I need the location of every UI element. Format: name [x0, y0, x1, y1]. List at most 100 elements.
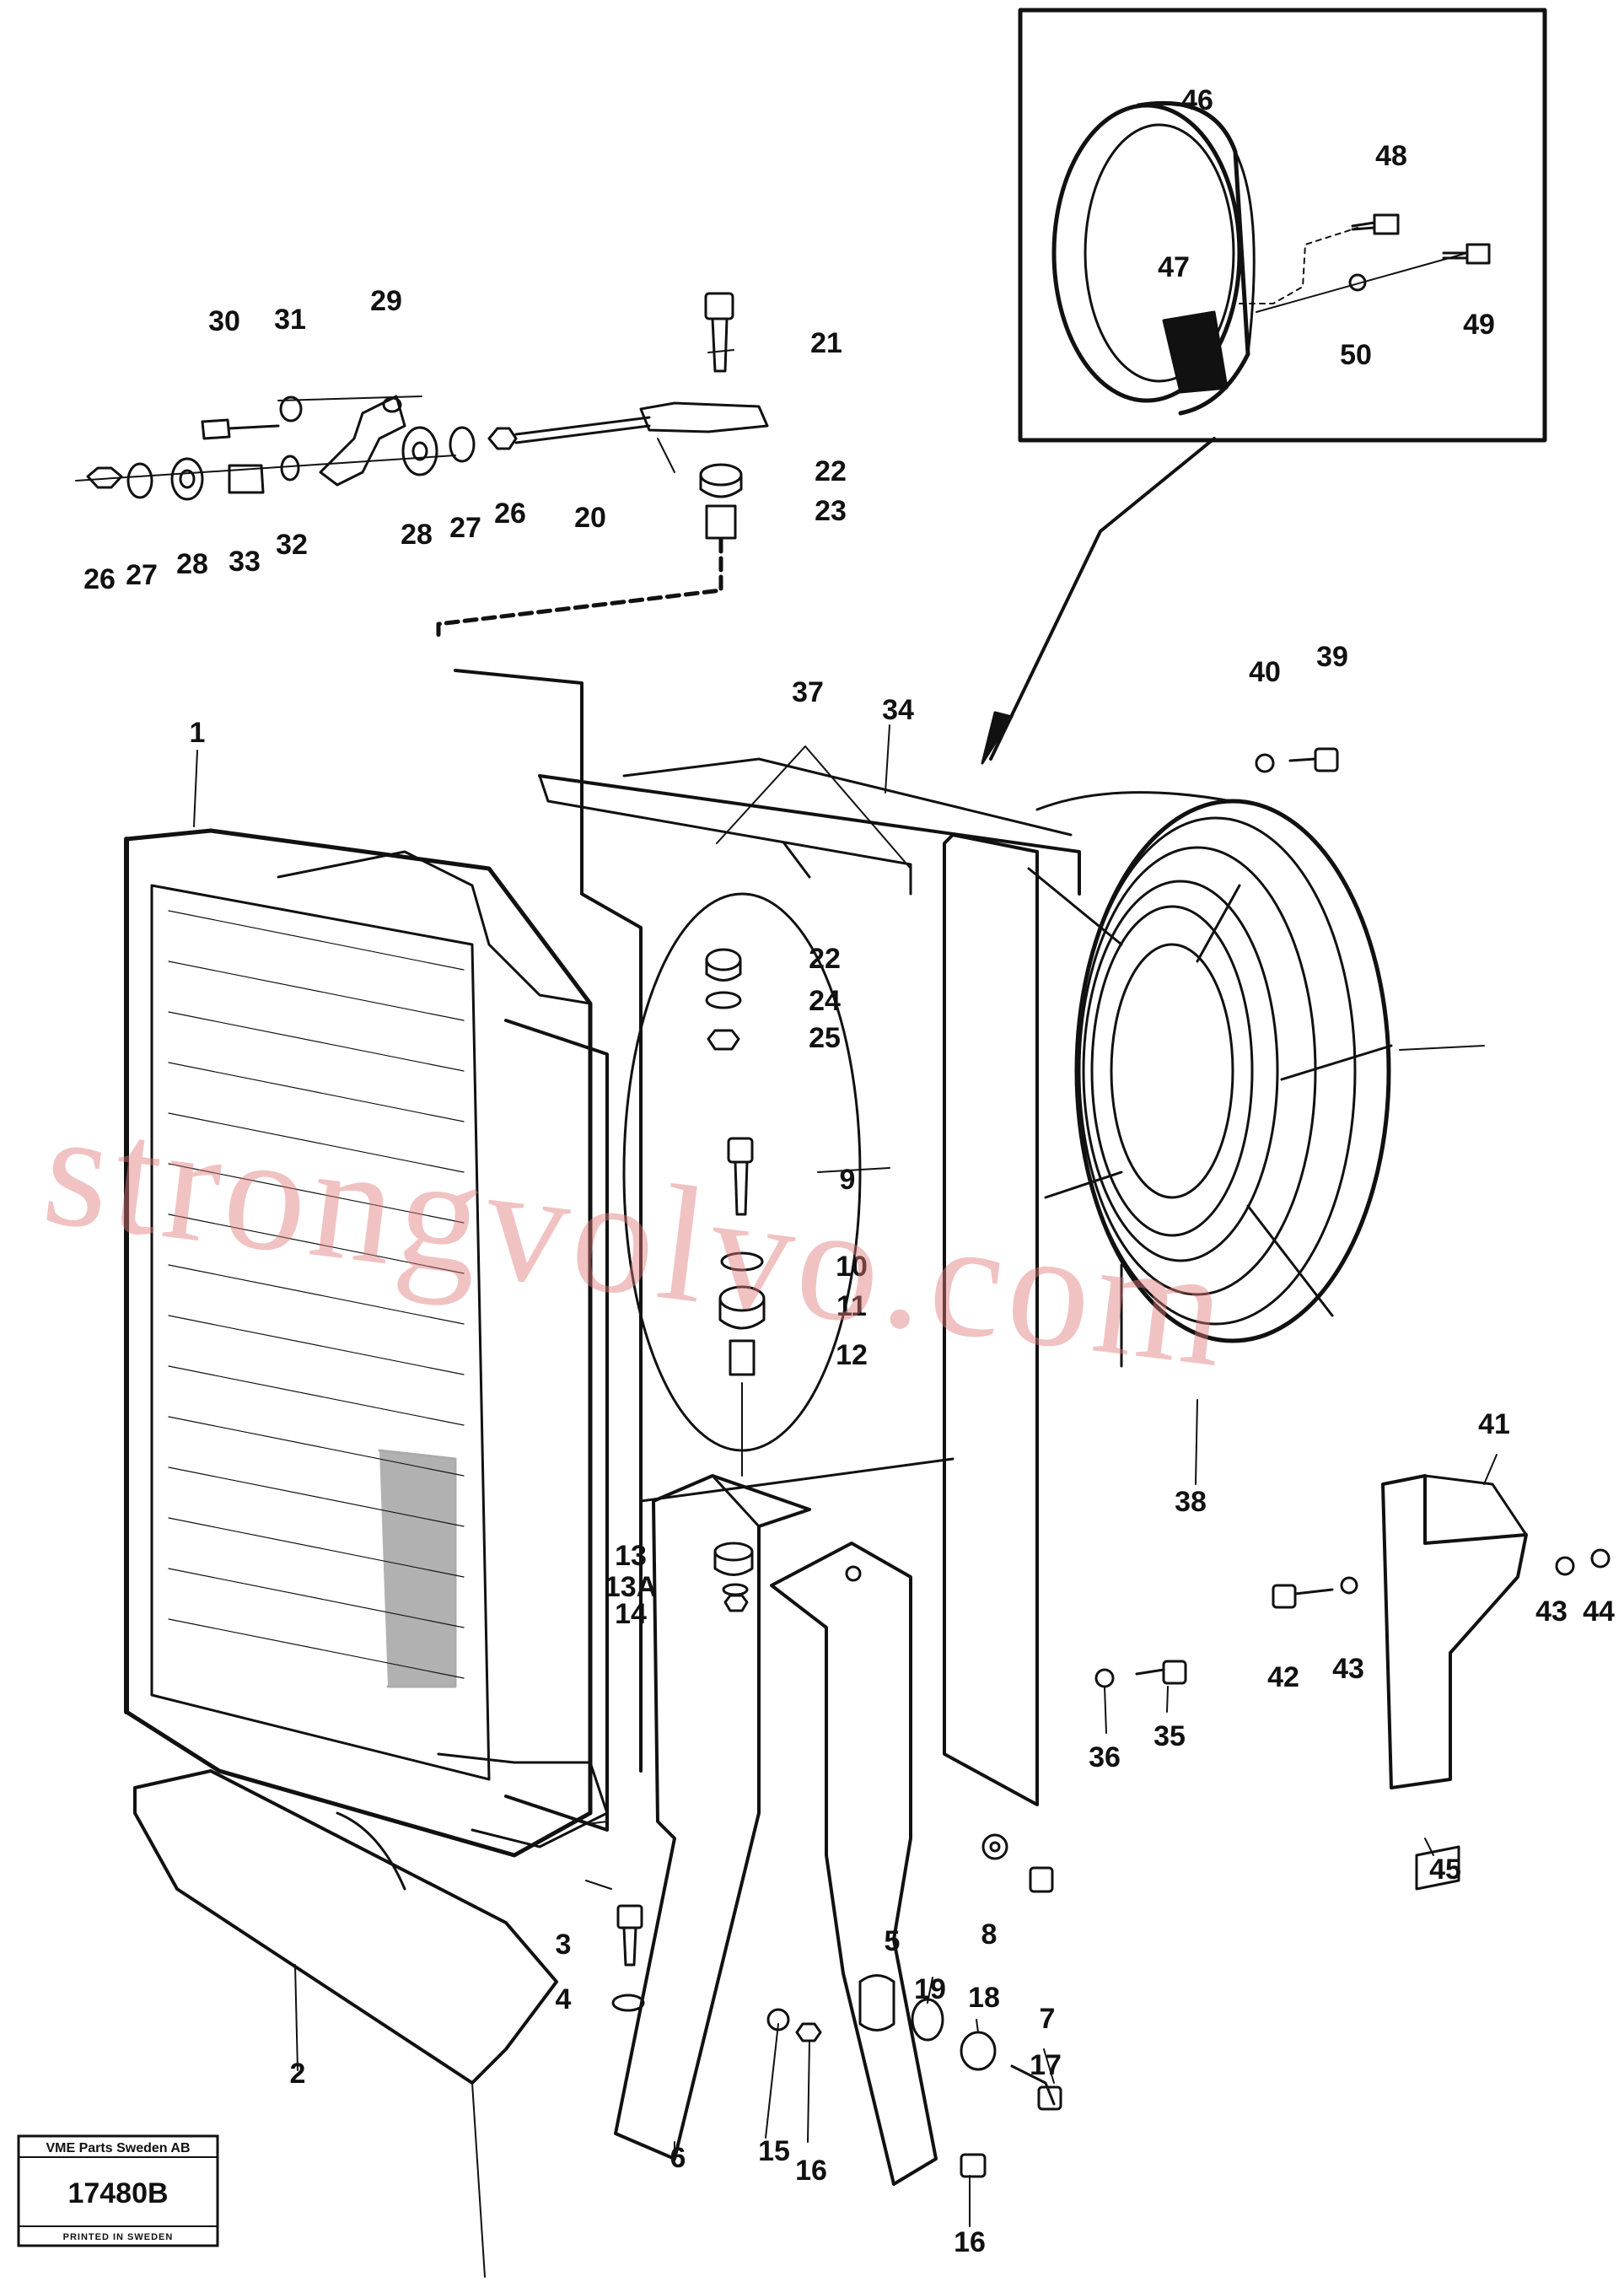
- fan-guard-38: [1027, 791, 1485, 1368]
- washer-13a: [722, 1583, 749, 1596]
- radiator-1: [124, 828, 609, 1858]
- pad-45: [1415, 1845, 1460, 1891]
- callout-37: 37: [792, 676, 824, 708]
- callout-26a: 26: [83, 563, 116, 595]
- callout-9: 9: [840, 1164, 856, 1196]
- callout-14: 14: [615, 1598, 647, 1630]
- bolt-21: [704, 292, 734, 320]
- callout-35: 35: [1153, 1720, 1186, 1752]
- callout-42: 42: [1267, 1661, 1299, 1693]
- callout-18: 18: [968, 1982, 1000, 2014]
- callout-46: 46: [1181, 84, 1213, 116]
- washer-27-left: [126, 462, 153, 499]
- callout-15: 15: [758, 2135, 790, 2167]
- callout-13a: 13A: [605, 1571, 657, 1603]
- callout-28a: 28: [176, 548, 208, 580]
- callout-24: 24: [809, 985, 841, 1017]
- callout-32: 32: [276, 529, 308, 561]
- callout-23: 23: [815, 495, 847, 527]
- top-mounting-hardware: [75, 292, 769, 643]
- callout-44: 44: [1583, 1596, 1615, 1628]
- callout-19: 19: [914, 1973, 946, 2005]
- washer-27-right: [449, 426, 476, 463]
- bushing-22-top: [699, 463, 743, 487]
- bracket-5: [770, 1542, 938, 2186]
- bracket-29: [319, 395, 406, 487]
- washer-10: [720, 1251, 764, 1272]
- center-mount-hardware: [705, 948, 766, 1612]
- sleeve-33: [228, 464, 265, 494]
- callout-16b: 16: [954, 2226, 986, 2258]
- callout-5: 5: [885, 1925, 901, 1957]
- callout-6: 6: [670, 2142, 686, 2174]
- screw-48: [1351, 213, 1400, 235]
- bracket-41: [1381, 1474, 1528, 1891]
- callout-50: 50: [1340, 339, 1372, 371]
- callout-47: 47: [1158, 251, 1190, 283]
- bolt-30: [201, 418, 231, 440]
- callout-16a: 16: [795, 2155, 827, 2187]
- callout-49: 49: [1463, 309, 1495, 341]
- callout-43a: 43: [1535, 1596, 1568, 1628]
- callout-21: 21: [810, 327, 842, 359]
- bushing-28-left: [170, 457, 204, 501]
- callout-33: 33: [229, 546, 261, 578]
- nut-26-right: [487, 427, 518, 450]
- callout-26b: 26: [494, 498, 526, 530]
- sleeve-23: [705, 504, 737, 540]
- callout-17: 17: [1030, 2049, 1062, 2081]
- nut-14: [723, 1594, 749, 1612]
- bushing-13: [713, 1542, 754, 1562]
- callout-labels: 1234567891011121313A14151616171819202122…: [83, 84, 1615, 2258]
- callout-11: 11: [836, 1290, 867, 1322]
- callout-39: 39: [1316, 641, 1348, 673]
- callout-48: 48: [1375, 140, 1407, 172]
- fasteners: [611, 747, 1611, 2178]
- bracket-6: [614, 1474, 811, 2161]
- nut-26-left: [86, 466, 123, 489]
- callout-31: 31: [274, 304, 306, 336]
- stamp-company: VME Parts Sweden AB: [46, 2141, 190, 2155]
- callout-41: 41: [1478, 1408, 1510, 1440]
- rod-20: [514, 416, 651, 444]
- callout-1: 1: [190, 717, 206, 749]
- washer-24: [705, 991, 742, 1009]
- callout-38: 38: [1175, 1486, 1207, 1518]
- bushing-22-mid: [705, 948, 742, 971]
- drawing-stamp: VME Parts Sweden AB 17480B PRINTED IN SW…: [17, 2134, 219, 2247]
- nut-25: [707, 1029, 740, 1051]
- fan-ring-part: [1051, 100, 1256, 416]
- callout-2: 2: [290, 2058, 306, 2090]
- callout-36: 36: [1089, 1741, 1121, 1773]
- bottom-guard-2: [133, 1769, 558, 2278]
- callout-25: 25: [809, 1022, 841, 1054]
- inset-detail-box: [981, 8, 1547, 765]
- washer-50: [1348, 273, 1367, 292]
- bushing-28-right: [401, 426, 438, 476]
- callout-29: 29: [370, 285, 402, 317]
- washer-32: [280, 455, 300, 482]
- fan-shroud-34: [454, 669, 1081, 1806]
- callout-20: 20: [574, 502, 606, 534]
- callout-10: 10: [836, 1251, 868, 1283]
- callout-22a: 22: [815, 455, 847, 487]
- callout-45: 45: [1429, 1854, 1461, 1886]
- stamp-drawing-number: 17480B: [67, 2177, 168, 2209]
- shroud-side-panel: [943, 833, 1039, 1806]
- washer-31: [279, 396, 303, 422]
- callout-30: 30: [208, 305, 240, 337]
- callout-27b: 27: [449, 512, 481, 544]
- leader-lines: [193, 349, 1498, 2227]
- rod-20-plate: [639, 401, 769, 433]
- callout-13: 13: [615, 1540, 647, 1572]
- callout-43b: 43: [1332, 1653, 1364, 1685]
- callout-3: 3: [556, 1929, 572, 1961]
- callout-34: 34: [882, 694, 914, 726]
- stamp-printed-in: PRINTED IN SWEDEN: [63, 2232, 174, 2242]
- callout-12: 12: [836, 1339, 868, 1371]
- callout-7: 7: [1040, 2003, 1056, 2035]
- callout-4: 4: [556, 1983, 572, 2015]
- callout-8: 8: [981, 1918, 998, 1951]
